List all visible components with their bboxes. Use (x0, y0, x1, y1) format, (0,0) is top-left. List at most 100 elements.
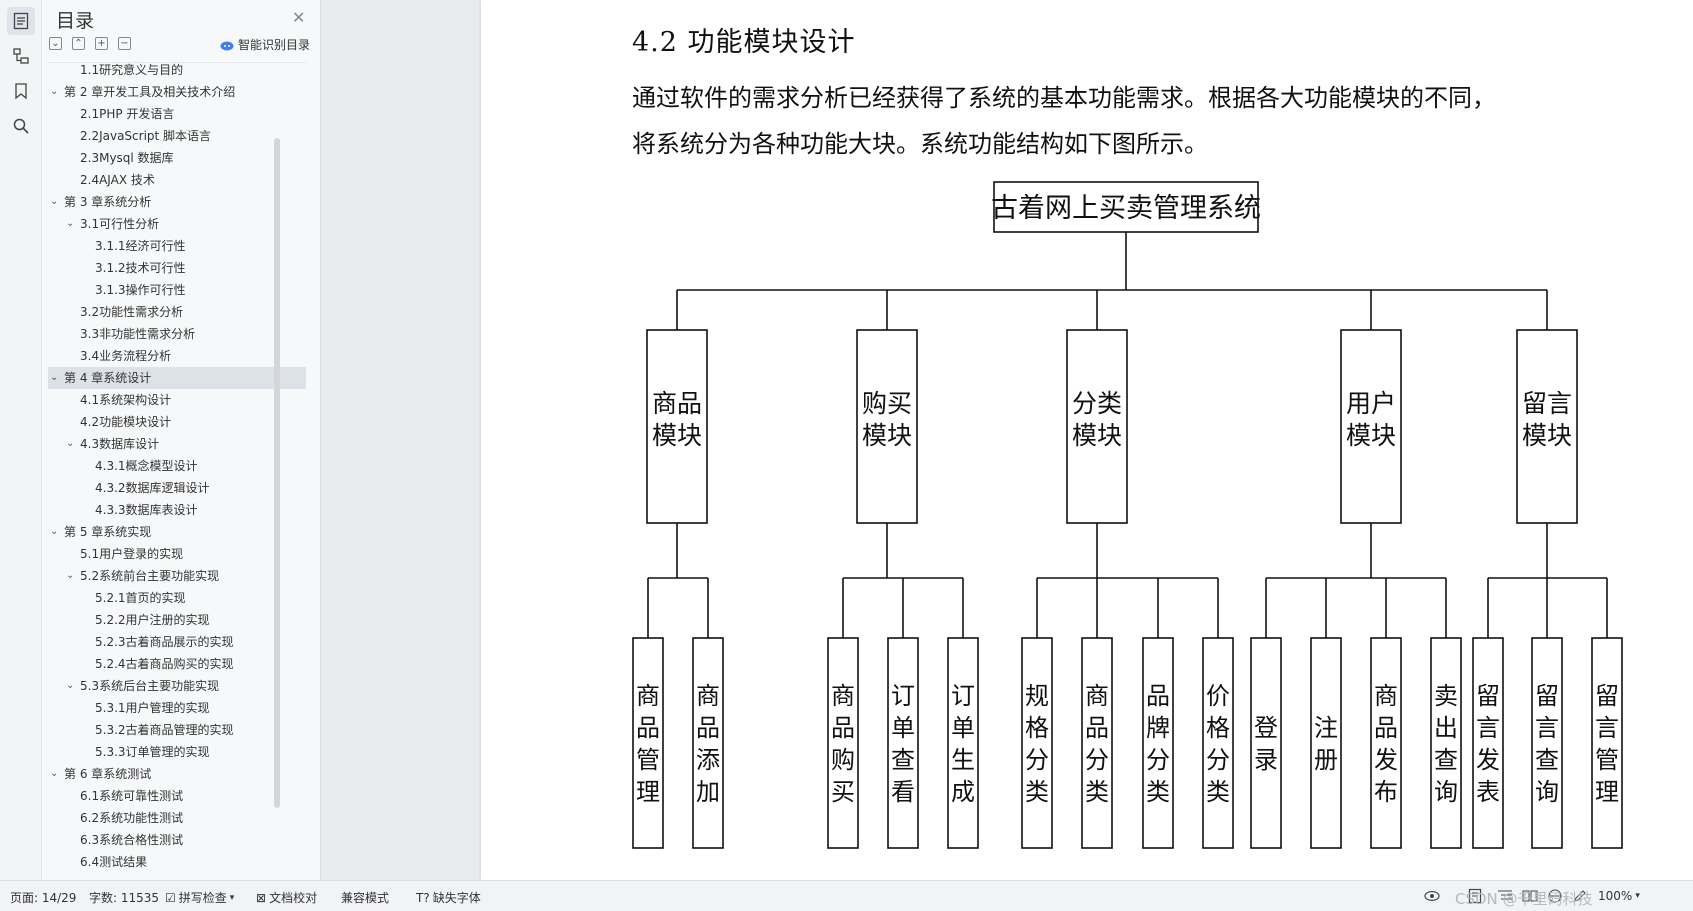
bookmark-icon[interactable] (7, 77, 35, 105)
chevron-down-icon[interactable]: ⌄ (50, 372, 59, 383)
remove-heading-icon[interactable]: − (118, 37, 131, 50)
toc-item[interactable]: 5.2.4古着商品购买的实现 (48, 653, 306, 675)
toc-item[interactable]: ⌄第 3 章系统分析 (48, 191, 306, 213)
expand-up-icon[interactable]: ⌃ (72, 37, 85, 50)
chevron-down-icon[interactable]: ⌄ (66, 570, 75, 581)
toc-item[interactable]: 6.1系统可靠性测试 (48, 785, 306, 807)
chevron-down-icon[interactable]: ⌄ (50, 526, 59, 537)
toc-item-label: 4.3.1概念模型设计 (95, 459, 198, 473)
toc-item-label: 3.1.3操作可行性 (95, 283, 186, 297)
leaf-node-box (1081, 637, 1113, 849)
toc-item-label: 第 2 章开发工具及相关技术介绍 (64, 85, 236, 99)
toc-item[interactable]: 2.1PHP 开发语言 (48, 103, 306, 125)
toc-item[interactable]: ⌄ 第 2 章开发工具及相关技术介绍 (48, 81, 306, 103)
chevron-down-icon[interactable]: ⌄ (66, 438, 75, 449)
leaf-node-label: 类 (1025, 778, 1049, 806)
close-icon[interactable]: ✕ (292, 8, 306, 27)
add-heading-icon[interactable]: + (95, 37, 108, 50)
web-view-icon[interactable] (1547, 888, 1563, 904)
leaf-node-label: 询 (1434, 778, 1458, 806)
toc-item[interactable]: ⌄4.3数据库设计 (48, 433, 306, 455)
toc-item[interactable]: 3.4业务流程分析 (48, 345, 306, 367)
zoom-level[interactable]: 100% ▾ (1598, 889, 1640, 903)
cloud-ai-icon (220, 41, 234, 50)
word-count[interactable]: 字数: 11535 (89, 891, 160, 905)
chevron-down-icon[interactable]: ⌄ (66, 680, 75, 691)
outline-tree-icon[interactable] (7, 42, 35, 70)
leaf-node-box (1202, 637, 1234, 849)
toc-item[interactable]: 3.3非功能性需求分析 (48, 323, 306, 345)
leaf-node-label: 注 (1314, 714, 1338, 742)
toc-item[interactable]: 6.2系统功能性测试 (48, 807, 306, 829)
toc-item[interactable]: 第 7 章总结与展望 (48, 873, 306, 874)
toc-item[interactable]: 2.3Mysql 数据库 (48, 147, 306, 169)
leaf-node-label: 商 (636, 682, 660, 710)
page-indicator[interactable]: 页面: 14/29 (10, 891, 77, 905)
toc-item-label: 4.1系统架构设计 (80, 393, 172, 407)
chevron-down-icon[interactable]: ⌄ (50, 768, 59, 779)
read-mode-icon[interactable] (1522, 888, 1538, 904)
leaf-node-box (632, 637, 664, 849)
smart-toc-label: 智能识别目录 (238, 38, 311, 52)
spellcheck-button[interactable]: ☑ 拼写检查 ▾ (165, 889, 234, 906)
toc-item[interactable]: 1.1研究意义与目的 (48, 63, 306, 81)
toc-item[interactable]: 5.3.1用户管理的实现 (48, 697, 306, 719)
leaf-node-label: 牌 (1146, 714, 1170, 742)
toc-item[interactable]: 4.3.1概念模型设计 (48, 455, 306, 477)
toc-item[interactable]: 5.3.3订单管理的实现 (48, 741, 306, 763)
toc-item-label: 1.1研究意义与目的 (80, 63, 184, 77)
toc-item[interactable]: 4.2功能模块设计 (48, 411, 306, 433)
toc-item[interactable]: 6.4测试结果 (48, 851, 306, 873)
toc-item[interactable]: 2.4AJAX 技术 (48, 169, 306, 191)
toc-item[interactable]: 5.2.3古着商品展示的实现 (48, 631, 306, 653)
toc-item-label: 3.3非功能性需求分析 (80, 327, 196, 341)
outline-view-icon[interactable] (1497, 888, 1513, 904)
toc-item[interactable]: 4.3.2数据库逻辑设计 (48, 477, 306, 499)
toc-item-label: 5.2.3古着商品展示的实现 (95, 635, 234, 649)
proofread-button[interactable]: ⊠ 文档校对 (256, 889, 317, 906)
chevron-down-icon[interactable]: ⌄ (50, 196, 59, 207)
leaf-node-box (1021, 637, 1053, 849)
smart-toc-button[interactable]: 智能识别目录 (220, 36, 310, 53)
spellcheck-label: 拼写检查 (178, 891, 227, 905)
toc-item[interactable]: 5.2.1首页的实现 (48, 587, 306, 609)
page-view-icon[interactable] (1467, 888, 1483, 904)
leaf-node-label: 言 (1595, 714, 1619, 742)
toc-item[interactable]: 3.1.1经济可行性 (48, 235, 306, 257)
compat-mode-label: 兼容模式 (341, 891, 390, 905)
chevron-down-icon[interactable]: ⌄ (66, 218, 75, 229)
toc-item[interactable]: 4.3.3数据库表设计 (48, 499, 306, 521)
chevron-down-icon: ▾ (229, 892, 235, 903)
toc-item[interactable]: 4.1系统架构设计 (48, 389, 306, 411)
toc-item[interactable]: 3.1.2技术可行性 (48, 257, 306, 279)
toc-item-label: 5.2系统前台主要功能实现 (80, 569, 220, 583)
toc-item[interactable]: ⌄3.1可行性分析 (48, 213, 306, 235)
pen-icon[interactable] (1572, 888, 1588, 904)
toc-item[interactable]: 2.2JavaScript 脚本语言 (48, 125, 306, 147)
toc-item[interactable]: ⌄第 6 章系统测试 (48, 763, 306, 785)
toc-item[interactable]: 6.3系统合格性测试 (48, 829, 306, 851)
toc-item[interactable]: 3.1.3操作可行性 (48, 279, 306, 301)
toc-item[interactable]: ⌄ 5.2系统前台主要功能实现 (48, 565, 306, 587)
zoom-value: 100% (1598, 889, 1633, 903)
toc-panel-title: 目录 (56, 10, 95, 32)
toc-view-icon[interactable] (7, 7, 35, 35)
toc-item[interactable]: 5.2.2用户注册的实现 (48, 609, 306, 631)
toc-item-label: 4.3.2数据库逻辑设计 (95, 481, 210, 495)
toc-item[interactable]: ⌄第 4 章系统设计 (48, 367, 306, 389)
toc-scrollbar[interactable] (274, 138, 280, 808)
leaf-node-label: 商 (1374, 682, 1398, 710)
toc-item[interactable]: 5.3.2古着商品管理的实现 (48, 719, 306, 741)
search-icon[interactable] (7, 112, 35, 140)
eye-protect-icon[interactable] (1424, 888, 1440, 904)
toc-item[interactable]: ⌄第 5 章系统实现 (48, 521, 306, 543)
leaf-node-label: 册 (1314, 746, 1338, 774)
leaf-node-label: 卖 (1434, 682, 1458, 710)
missing-fonts-button[interactable]: T? 缺失字体 (416, 889, 481, 906)
toc-item[interactable]: 5.1用户登录的实现 (48, 543, 306, 565)
toc-item[interactable]: ⌄5.3系统后台主要功能实现 (48, 675, 306, 697)
toc-item-label: 3.1.2技术可行性 (95, 261, 186, 275)
chevron-down-icon[interactable]: ⌄ (50, 86, 59, 97)
toc-item[interactable]: 3.2功能性需求分析 (48, 301, 306, 323)
collapse-all-icon[interactable]: ⌄ (49, 37, 62, 50)
